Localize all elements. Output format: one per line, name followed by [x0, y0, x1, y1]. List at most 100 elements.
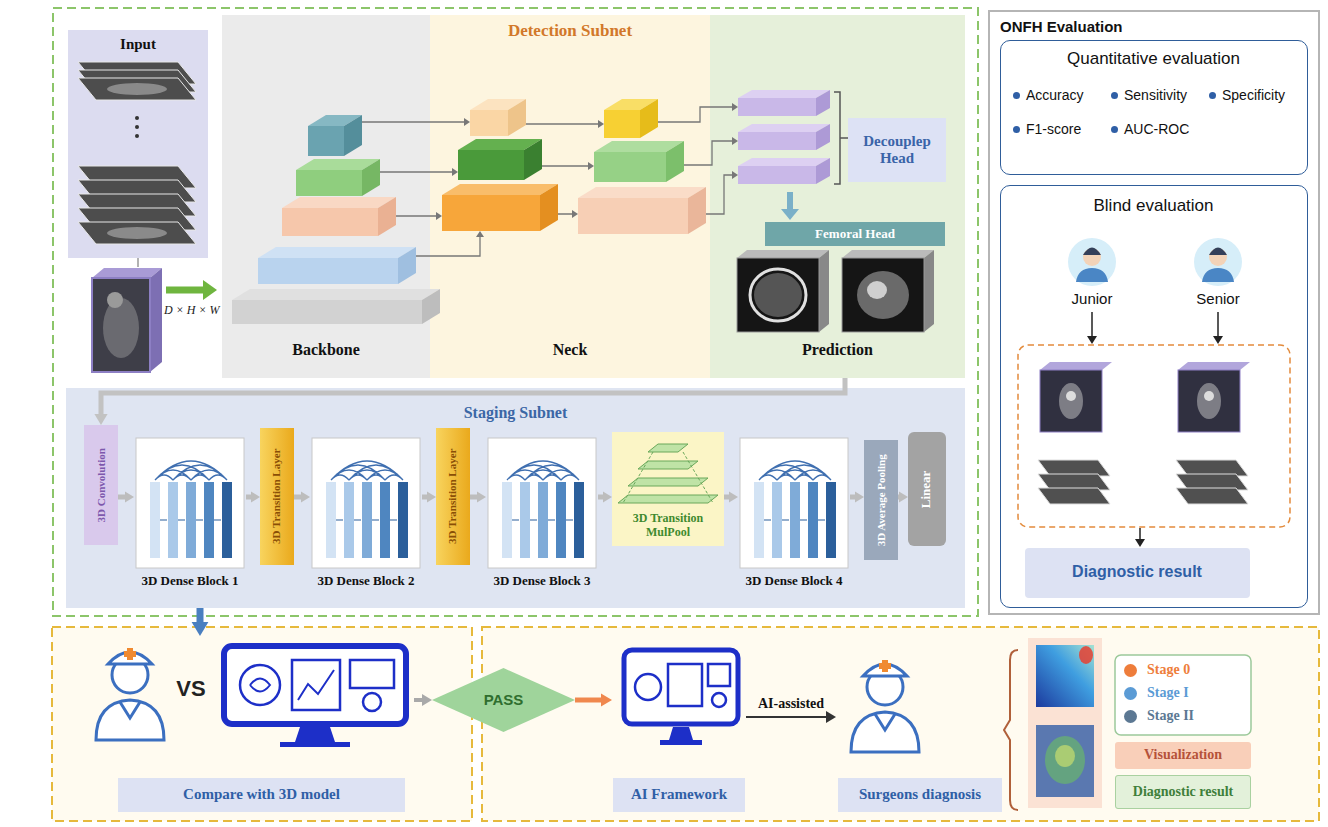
input-volume — [92, 268, 162, 278]
pooling-block: 3D Average Pooling — [864, 440, 898, 560]
person-icon — [1194, 238, 1242, 286]
arrow-head — [477, 492, 486, 503]
doctor-cross — [879, 663, 891, 669]
arrow-head — [826, 711, 836, 723]
bullet-dot — [1013, 126, 1020, 133]
node-title: Femoral Head — [765, 222, 945, 246]
node-fill — [84, 425, 118, 545]
legend-row: Stage II — [1124, 708, 1246, 724]
mulpool-pyramid — [618, 495, 718, 503]
text-slot: 3D Average Pooling — [864, 440, 898, 560]
neck-blocks — [442, 195, 540, 231]
dense-block-figure — [312, 438, 420, 568]
text-slot: 3D Dense Block 4 — [738, 574, 850, 589]
text-slot: 3D Transition Layer — [436, 428, 470, 565]
connector-line — [575, 698, 604, 703]
node-title: Quantitative evaluation — [1001, 49, 1306, 69]
person-icon — [1076, 268, 1108, 282]
monitor-icon — [224, 646, 406, 724]
metric-box: Quantitative evaluationAccuracy Sensitivi… — [1000, 40, 1308, 175]
panel-frame — [482, 627, 1319, 821]
node-title: ONFH Evaluation — [1000, 18, 1300, 35]
feature-link-head — [436, 212, 442, 220]
text-slot: 3D Transition Layer — [260, 428, 294, 565]
node-title: Prediction — [710, 341, 965, 359]
legend-row: Stage I — [1124, 685, 1246, 701]
text-slot: 3D Dense Block 1 — [134, 574, 246, 589]
review-images — [1040, 370, 1102, 432]
legend-swatch — [1124, 687, 1137, 700]
mulpool-block: 3D Transition MulPool — [612, 432, 724, 546]
monitor-icon — [624, 650, 738, 724]
feature-link-head — [732, 137, 738, 145]
framework-group: AI Framework — [612, 636, 746, 816]
doctor-icon — [851, 712, 919, 752]
femoral-head-image — [842, 250, 934, 258]
visualization-box: Visualization — [1115, 742, 1251, 769]
monitor-icon — [712, 693, 726, 707]
result-bracket — [1004, 650, 1018, 810]
person-icon — [1083, 248, 1101, 256]
review-images — [1040, 362, 1112, 370]
node-text: AUC-ROC — [1124, 121, 1189, 137]
legend-text: Stage 0 — [1147, 662, 1190, 678]
dense-block: 3D Dense Block 3 — [486, 438, 598, 592]
heatmap-image — [1028, 638, 1102, 808]
node-title: 3D Dense Block 2 — [310, 574, 422, 589]
node-fill — [66, 388, 965, 608]
node-fill — [765, 222, 945, 246]
dense-block-figure — [740, 438, 848, 568]
text-slot: D × H × W — [164, 304, 222, 318]
neck-panel: Detection SubnetNeck — [430, 15, 710, 378]
node-fill — [430, 15, 710, 378]
node-title: Surgeons diagnosis — [838, 778, 1002, 812]
surgeon-group: Surgeons diagnosis — [836, 636, 1002, 816]
text-slot: Staging Subnet — [66, 404, 965, 422]
text-slot: ONFH Evaluation — [1000, 18, 1300, 35]
arrow-head — [192, 622, 209, 636]
feature-link-head — [436, 103, 738, 237]
text-slot: 3D Dense Block 3 — [486, 574, 598, 589]
person-icon — [1202, 268, 1234, 282]
text-slot: Sensitivity — [1111, 87, 1207, 103]
input-volume — [166, 287, 205, 294]
node-title: 3D Transition Layer — [447, 449, 460, 545]
neck-blocks — [604, 110, 640, 138]
node-fill — [436, 428, 470, 565]
connector-arrow — [118, 492, 134, 503]
review-images — [1176, 488, 1248, 504]
node-title: Diagnostic result — [1025, 548, 1250, 598]
neck-blocks — [540, 184, 558, 231]
text-slot: Quantitative evaluation — [1001, 49, 1306, 69]
femoral-head-image — [867, 281, 887, 299]
feature-link-head — [732, 103, 738, 111]
mulpool-pyramid — [618, 444, 718, 503]
review-arrow — [1139, 528, 1141, 540]
review-images — [1038, 488, 1110, 504]
node-title: Staging Subnet — [66, 404, 965, 422]
heatmap-image — [1036, 645, 1094, 707]
node-fill — [612, 432, 724, 546]
monitor-icon — [669, 727, 693, 740]
text-slot: Linear — [908, 432, 946, 546]
prediction-slabs — [816, 124, 830, 150]
heatmap-image — [1045, 736, 1085, 784]
node-text: Accuracy — [1026, 87, 1084, 103]
monitor-icon — [350, 660, 394, 688]
prediction-slabs — [738, 124, 830, 132]
legend-frame — [1115, 655, 1251, 735]
node-fill — [1000, 185, 1308, 608]
review-arrow — [1087, 336, 1097, 344]
annotation-label: Junior — [1062, 290, 1122, 307]
node-fill — [260, 428, 294, 565]
node-title: AI Framework — [613, 778, 745, 812]
connector-arrow — [598, 492, 612, 503]
person-icon — [1068, 238, 1242, 286]
femoral-head-image — [737, 258, 819, 332]
node-title: Blind evaluation — [1001, 196, 1306, 216]
monitor-icon — [624, 650, 738, 745]
arrow-head — [125, 492, 134, 503]
transition-layer: 3D Transition Layer — [260, 428, 294, 565]
monitor-icon — [298, 670, 334, 700]
neck-blocks — [508, 99, 526, 136]
